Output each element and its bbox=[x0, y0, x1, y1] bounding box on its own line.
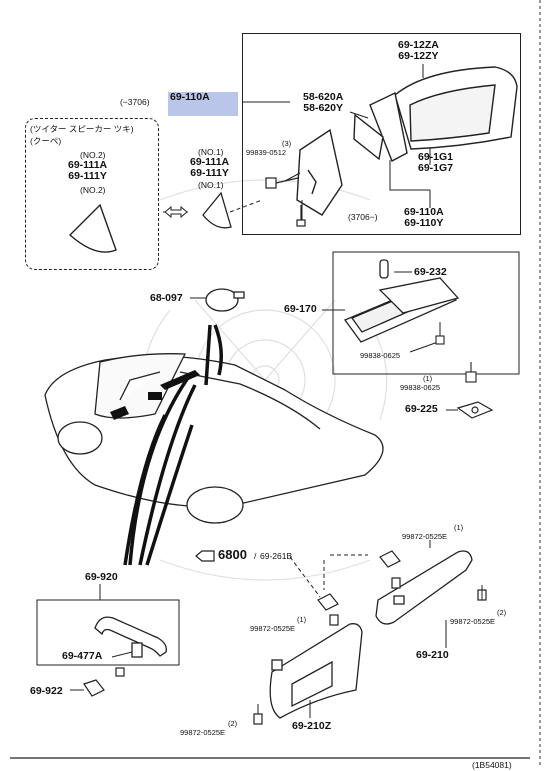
screw-icon bbox=[329, 614, 339, 626]
tweeter-detail-box bbox=[25, 118, 159, 270]
visor-right-part-label[interactable]: 69-210 bbox=[416, 649, 449, 661]
mirror-garnish bbox=[202, 191, 232, 229]
screw-c-qty: (2) bbox=[497, 608, 507, 617]
mirror-base-part-label[interactable]: 69-225 bbox=[405, 403, 438, 415]
sunvisor-left bbox=[269, 623, 363, 719]
tweeter-subtitle: (クーペ) bbox=[30, 136, 62, 146]
handle-cap-part-label[interactable]: 69-922 bbox=[30, 685, 63, 697]
visor-clip bbox=[317, 593, 339, 611]
screw-part-label-2[interactable]: 99838-0625 bbox=[400, 383, 441, 392]
diagram-code: (1B54081) bbox=[472, 760, 512, 770]
ref-prefix-label: (−3706) bbox=[120, 97, 150, 107]
tweeter-garnish bbox=[68, 203, 117, 253]
ref-suffix-label: (3706−) bbox=[348, 212, 378, 222]
screw-icon bbox=[435, 335, 477, 383]
double-arrow-icon bbox=[164, 205, 188, 219]
visor-left-part-label[interactable]: 69-210Z bbox=[292, 720, 332, 732]
tweeter-note-top: (NO.2) bbox=[80, 150, 106, 160]
bolt-part-label[interactable]: 99839-0512 bbox=[246, 148, 287, 157]
handle-bracket-part-label[interactable]: 69-477A bbox=[62, 650, 103, 662]
interior-mirror-part-label[interactable]: 69-170 bbox=[284, 303, 317, 315]
lamp-part-label[interactable]: 68-097 bbox=[150, 292, 183, 304]
leader-lines bbox=[123, 324, 223, 566]
mirror-base bbox=[456, 401, 494, 419]
mirror-detail-box bbox=[242, 33, 521, 235]
screw-b-qty: (1) bbox=[297, 615, 307, 624]
screw-d-qty: (2) bbox=[228, 719, 238, 728]
bolt-icon bbox=[265, 177, 306, 227]
visor-clip bbox=[379, 550, 401, 568]
screw-icon bbox=[115, 667, 125, 677]
screw-a-label[interactable]: 99872-0525E bbox=[402, 532, 448, 541]
garnish-note-top: (NO.1) bbox=[198, 147, 224, 157]
assist-handle-part-label[interactable]: 69-920 bbox=[85, 571, 118, 583]
pin-part-label[interactable]: 69-232 bbox=[414, 266, 447, 278]
tweeter-note-bottom: (NO.2) bbox=[80, 185, 106, 195]
highlighted-part-label[interactable]: 69-110A bbox=[168, 92, 238, 116]
tweeter-title: (ツイター スピーカー ツキ) bbox=[30, 124, 134, 134]
clip-part-label[interactable]: 6800 bbox=[218, 547, 247, 562]
screw-c-label[interactable]: 99872-0525E bbox=[450, 617, 496, 626]
screw-a-qty: (1) bbox=[454, 523, 464, 532]
screw-icon bbox=[253, 713, 263, 725]
handle-cap bbox=[83, 679, 105, 697]
screw-d-label[interactable]: 99872-0525E bbox=[180, 728, 226, 737]
clip-part-alt-label[interactable]: 69-261B bbox=[260, 551, 293, 561]
assist-handle bbox=[94, 616, 167, 658]
screw-b-label[interactable]: 99872-0525E bbox=[250, 624, 296, 633]
map-lamp bbox=[205, 288, 245, 312]
screw-part-label[interactable]: 99838-0625 bbox=[360, 351, 401, 360]
bolt-qty-label: (3) bbox=[282, 139, 292, 148]
garnish-note-bottom: (NO.1) bbox=[198, 180, 224, 190]
screw-icon bbox=[391, 577, 401, 589]
car-body bbox=[44, 353, 384, 524]
interior-mirror bbox=[343, 259, 460, 343]
clip-sep: / bbox=[254, 551, 257, 561]
clip-icon bbox=[195, 550, 215, 562]
outside-mirror bbox=[296, 66, 518, 216]
sunvisor-right bbox=[375, 550, 473, 625]
screw-qty-label: (1) bbox=[423, 374, 433, 383]
